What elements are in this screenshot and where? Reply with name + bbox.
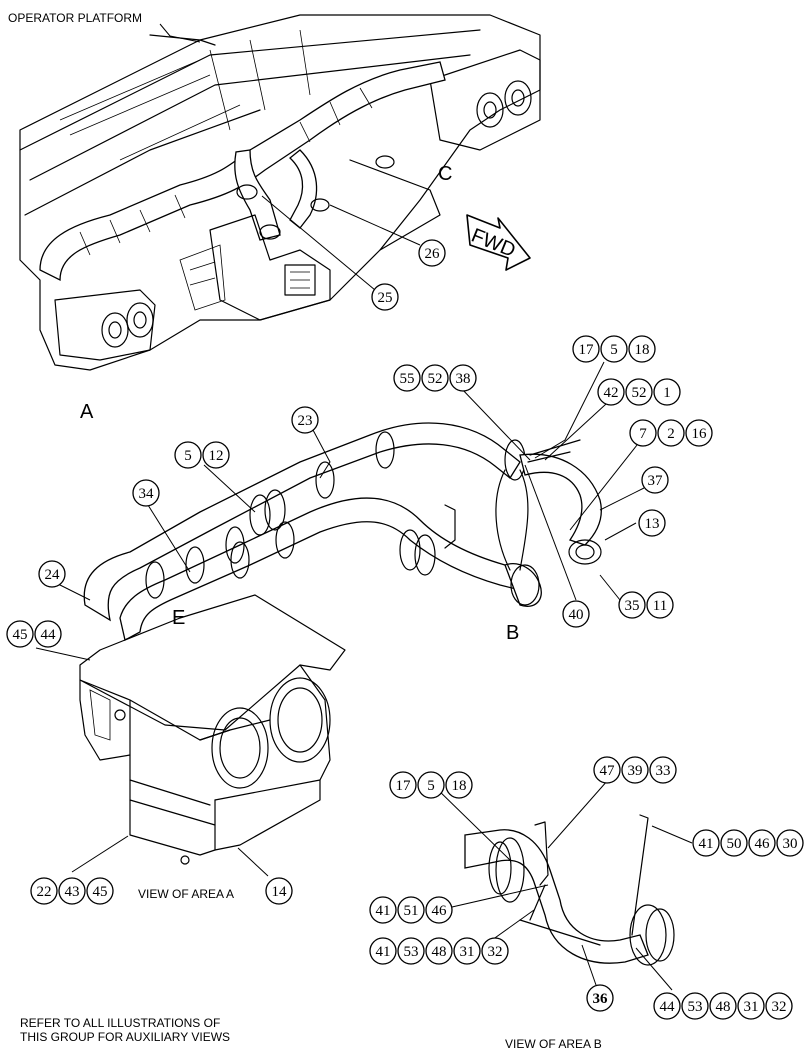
svg-text:23: 23	[298, 413, 313, 429]
svg-text:32: 32	[772, 999, 787, 1015]
forward-arrow-icon: FWD	[466, 214, 531, 271]
fwd-label: FWD	[468, 225, 518, 262]
callout-40: 40	[562, 600, 590, 628]
callout-group-44-53-48-31-32-right: 44 53 48 31 32	[653, 992, 793, 1020]
callout-23: 23	[291, 406, 319, 434]
area-b-detail-illustration	[464, 814, 675, 966]
svg-text:43: 43	[65, 884, 80, 900]
refer-note-line2: THIS GROUP FOR AUXILIARY VIEWS	[20, 1030, 230, 1044]
svg-text:22: 22	[37, 884, 52, 900]
area-c-label: C	[438, 163, 452, 185]
svg-text:46: 46	[755, 836, 771, 852]
overview-illustration: FWD	[19, 14, 541, 371]
callout-group-41-50-46-30: 41 50 46 30	[692, 829, 804, 857]
callout-group-35-11: 35 11	[618, 591, 674, 619]
view-area-a-label: VIEW OF AREA A	[138, 887, 234, 901]
svg-text:18: 18	[452, 778, 467, 794]
svg-text:46: 46	[432, 903, 448, 919]
callout-group-5-12: 5 12	[174, 441, 230, 469]
svg-text:47: 47	[600, 763, 616, 779]
callout-group-55-52-38: 55 52 38	[393, 364, 477, 392]
area-a-label: A	[80, 401, 94, 423]
view-area-b-label: VIEW OF AREA B	[505, 1037, 602, 1051]
svg-text:5: 5	[610, 342, 618, 358]
callout-group-41-53-48-31-32-left: 41 53 48 31 32	[369, 937, 509, 965]
callout-group-47-39-33: 47 39 33	[593, 756, 677, 784]
svg-text:24: 24	[45, 567, 61, 583]
callout-group-42-52-1: 42 52 1	[597, 378, 681, 406]
svg-text:16: 16	[692, 426, 708, 442]
svg-text:17: 17	[396, 778, 412, 794]
svg-text:12: 12	[209, 448, 224, 464]
callout-group-22-43-45: 22 43 45	[30, 877, 114, 905]
svg-text:1: 1	[663, 385, 671, 401]
svg-text:42: 42	[604, 385, 619, 401]
svg-text:5: 5	[427, 778, 435, 794]
svg-text:13: 13	[645, 516, 660, 532]
callout-24: 24	[38, 560, 66, 588]
svg-text:53: 53	[404, 944, 419, 960]
svg-text:30: 30	[783, 836, 798, 852]
main-assembly-illustration	[79, 422, 602, 865]
svg-text:45: 45	[93, 884, 108, 900]
callout-26: 26	[418, 239, 446, 267]
svg-text:17: 17	[579, 342, 595, 358]
svg-text:52: 52	[632, 385, 647, 401]
area-b-label: B	[506, 622, 519, 644]
callout-34: 34	[132, 479, 160, 507]
svg-text:41: 41	[376, 944, 391, 960]
svg-text:11: 11	[653, 598, 667, 614]
callout-group-17-5-18-top: 17 5 18	[572, 335, 656, 363]
svg-text:2: 2	[667, 426, 675, 442]
svg-text:48: 48	[716, 999, 731, 1015]
svg-text:31: 31	[460, 944, 475, 960]
leader-lines	[35, 195, 693, 991]
callout-group-7-2-16: 7 2 16	[629, 419, 713, 447]
svg-text:35: 35	[625, 598, 640, 614]
svg-text:26: 26	[425, 246, 441, 262]
svg-text:55: 55	[400, 371, 415, 387]
callout-36: 36	[586, 984, 614, 1012]
callout-25: 25	[371, 283, 399, 311]
callout-group-17-5-18-bottom: 17 5 18	[389, 771, 473, 799]
callout-group-41-51-46: 41 51 46	[369, 896, 453, 924]
svg-text:33: 33	[656, 763, 671, 779]
callout-14: 14	[265, 877, 293, 905]
callout-group-45-44: 45 44	[6, 620, 62, 648]
callout-37: 37	[641, 466, 669, 494]
svg-text:14: 14	[272, 884, 288, 900]
svg-text:37: 37	[648, 473, 664, 489]
svg-text:48: 48	[432, 944, 447, 960]
svg-text:18: 18	[635, 342, 650, 358]
svg-text:51: 51	[404, 903, 419, 919]
svg-text:5: 5	[184, 448, 192, 464]
svg-text:38: 38	[456, 371, 471, 387]
svg-text:36: 36	[593, 991, 609, 1007]
svg-text:31: 31	[744, 999, 759, 1015]
svg-text:44: 44	[41, 627, 57, 643]
svg-text:53: 53	[688, 999, 703, 1015]
svg-text:45: 45	[13, 627, 28, 643]
svg-text:41: 41	[376, 903, 391, 919]
svg-text:52: 52	[428, 371, 443, 387]
refer-note-line1: REFER TO ALL ILLUSTRATIONS OF	[20, 1016, 220, 1030]
svg-text:44: 44	[660, 999, 676, 1015]
svg-text:50: 50	[727, 836, 742, 852]
area-e-label: E	[172, 607, 185, 629]
svg-text:39: 39	[628, 763, 643, 779]
svg-text:32: 32	[488, 944, 503, 960]
svg-text:34: 34	[139, 486, 155, 502]
svg-text:25: 25	[378, 290, 393, 306]
svg-text:7: 7	[639, 426, 647, 442]
svg-text:40: 40	[569, 607, 584, 623]
operator-platform-label: OPERATOR PLATFORM	[8, 11, 142, 25]
svg-text:41: 41	[699, 836, 714, 852]
callout-13: 13	[638, 509, 666, 537]
